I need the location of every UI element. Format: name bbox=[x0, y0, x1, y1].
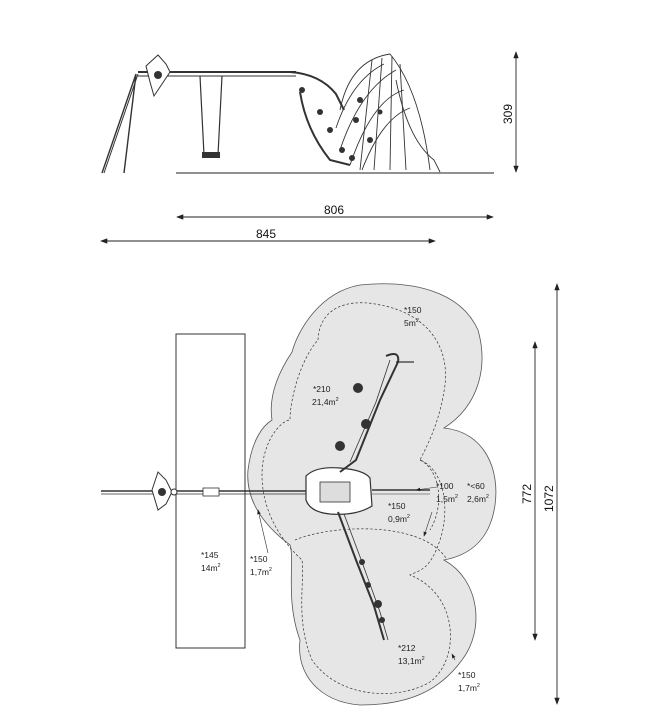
zone-label-area: 1,5m2 bbox=[436, 494, 458, 504]
safety-zone bbox=[247, 283, 497, 706]
zone-label-value: *212 bbox=[398, 643, 416, 653]
zone-label-area: 1,7m2 bbox=[458, 683, 480, 693]
central-structure bbox=[305, 467, 430, 515]
zone-label-value: *<60 bbox=[467, 481, 485, 491]
zone-label-area: 1,7m2 bbox=[250, 567, 272, 577]
side-elevation: 309 806 845 bbox=[100, 51, 519, 244]
zone-label-value: *150 bbox=[404, 305, 422, 315]
net-structure bbox=[335, 53, 441, 173]
climbing-holds-plan bbox=[335, 383, 385, 623]
dimension-width-1072: 1072 bbox=[542, 485, 556, 512]
dimension-length-806: 806 bbox=[324, 203, 344, 217]
zone-label-area: 21,4m2 bbox=[312, 397, 339, 407]
zone-label-value: *150 bbox=[250, 554, 268, 564]
dimension-width-772: 772 bbox=[520, 484, 534, 504]
zone-label-area: 14m2 bbox=[201, 563, 221, 573]
zone-label-area: 2,6m2 bbox=[467, 494, 489, 504]
zone-label-value: *100 bbox=[436, 481, 454, 491]
zone-label-value: *145 bbox=[201, 550, 219, 560]
zone-label-value: *150 bbox=[458, 670, 476, 680]
plan-view: *150 5m2 *210 21,4m2 *100 1,5m2 *<60 2,6… bbox=[101, 283, 560, 706]
dimension-height-309: 309 bbox=[501, 104, 515, 124]
zone-label-area: 0,9m2 bbox=[388, 514, 410, 524]
zone-label-value: *210 bbox=[313, 384, 331, 394]
zone-label-value: *150 bbox=[388, 501, 406, 511]
zone-label-area: 13,1m2 bbox=[398, 656, 425, 666]
zone-label-area: 5m2 bbox=[404, 318, 419, 328]
dimension-length-845: 845 bbox=[256, 227, 276, 241]
climbing-holds bbox=[299, 87, 383, 161]
